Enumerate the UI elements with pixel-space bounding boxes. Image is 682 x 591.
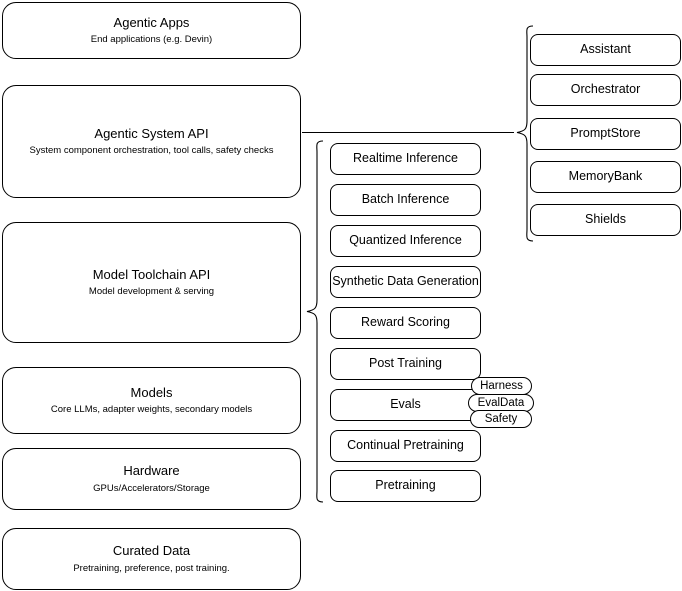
capability-continual-pretraining[interactable]: Continual Pretraining: [330, 430, 481, 462]
evals-badge-safety[interactable]: Safety: [470, 410, 532, 428]
layer-subtitle: End applications (e.g. Devin): [90, 34, 213, 46]
capability-label: Quantized Inference: [349, 233, 462, 248]
layer-subtitle: GPUs/Accelerators/Storage: [93, 482, 210, 494]
capability-label: Continual Pretraining: [347, 438, 464, 453]
layer-subtitle: Core LLMs, adapter weights, secondary mo…: [50, 404, 253, 416]
component-label: Orchestrator: [570, 82, 641, 97]
layer-hardware[interactable]: Hardware GPUs/Accelerators/Storage: [2, 448, 301, 510]
capability-realtime-inference[interactable]: Realtime Inference: [330, 143, 481, 175]
capability-batch-inference[interactable]: Batch Inference: [330, 184, 481, 216]
layer-agentic-system-api[interactable]: Agentic System API System component orch…: [2, 85, 301, 198]
capability-label: Batch Inference: [361, 192, 450, 207]
evals-badge-label: Safety: [484, 413, 518, 425]
component-promptstore[interactable]: PromptStore: [530, 118, 681, 150]
layer-title: Curated Data: [112, 543, 191, 559]
capability-label: Evals: [390, 397, 421, 412]
component-assistant[interactable]: Assistant: [530, 34, 681, 66]
layer-title: Model Toolchain API: [92, 266, 211, 282]
layer-curated-data[interactable]: Curated Data Pretraining, preference, po…: [2, 528, 301, 590]
component-shields[interactable]: Shields: [530, 204, 681, 236]
capability-label: Post Training: [369, 356, 442, 371]
component-label: MemoryBank: [568, 169, 643, 184]
layer-models[interactable]: Models Core LLMs, adapter weights, secon…: [2, 367, 301, 434]
evals-badge-label: EvalData: [477, 397, 525, 409]
layer-title: Agentic Apps: [113, 14, 190, 30]
evals-badge-harness[interactable]: Harness: [471, 377, 532, 395]
component-orchestrator[interactable]: Orchestrator: [530, 74, 681, 106]
evals-badge-label: Harness: [480, 380, 523, 392]
layer-subtitle: Model development & serving: [88, 286, 215, 298]
component-memorybank[interactable]: MemoryBank: [530, 161, 681, 193]
capability-post-training[interactable]: Post Training: [330, 348, 481, 380]
capability-label: Reward Scoring: [361, 315, 450, 330]
layer-subtitle: Pretraining, preference, post training.: [73, 562, 230, 574]
capability-label: Pretraining: [375, 478, 436, 493]
layer-model-toolchain-api[interactable]: Model Toolchain API Model development & …: [2, 222, 301, 343]
component-label: Assistant: [580, 42, 631, 57]
layer-title: Hardware: [123, 463, 180, 479]
layer-title: Models: [130, 384, 173, 400]
component-label: Shields: [585, 212, 626, 227]
capability-synthetic-data-generation[interactable]: Synthetic Data Generation: [330, 266, 481, 298]
capability-evals[interactable]: Evals: [330, 389, 481, 421]
capability-reward-scoring[interactable]: Reward Scoring: [330, 307, 481, 339]
brace-system-components: [516, 25, 534, 242]
brace-toolchain-capabilities: [306, 140, 324, 503]
capability-label: Synthetic Data Generation: [332, 274, 479, 289]
capability-label: Realtime Inference: [353, 151, 458, 166]
capability-pretraining[interactable]: Pretraining: [330, 470, 481, 502]
layer-agentic-apps[interactable]: Agentic Apps End applications (e.g. Devi…: [2, 2, 301, 59]
connector-agentic-system-to-components: [302, 132, 514, 133]
component-label: PromptStore: [570, 126, 641, 141]
capability-quantized-inference[interactable]: Quantized Inference: [330, 225, 481, 257]
layer-subtitle: System component orchestration, tool cal…: [29, 145, 274, 157]
layer-title: Agentic System API: [94, 125, 209, 141]
